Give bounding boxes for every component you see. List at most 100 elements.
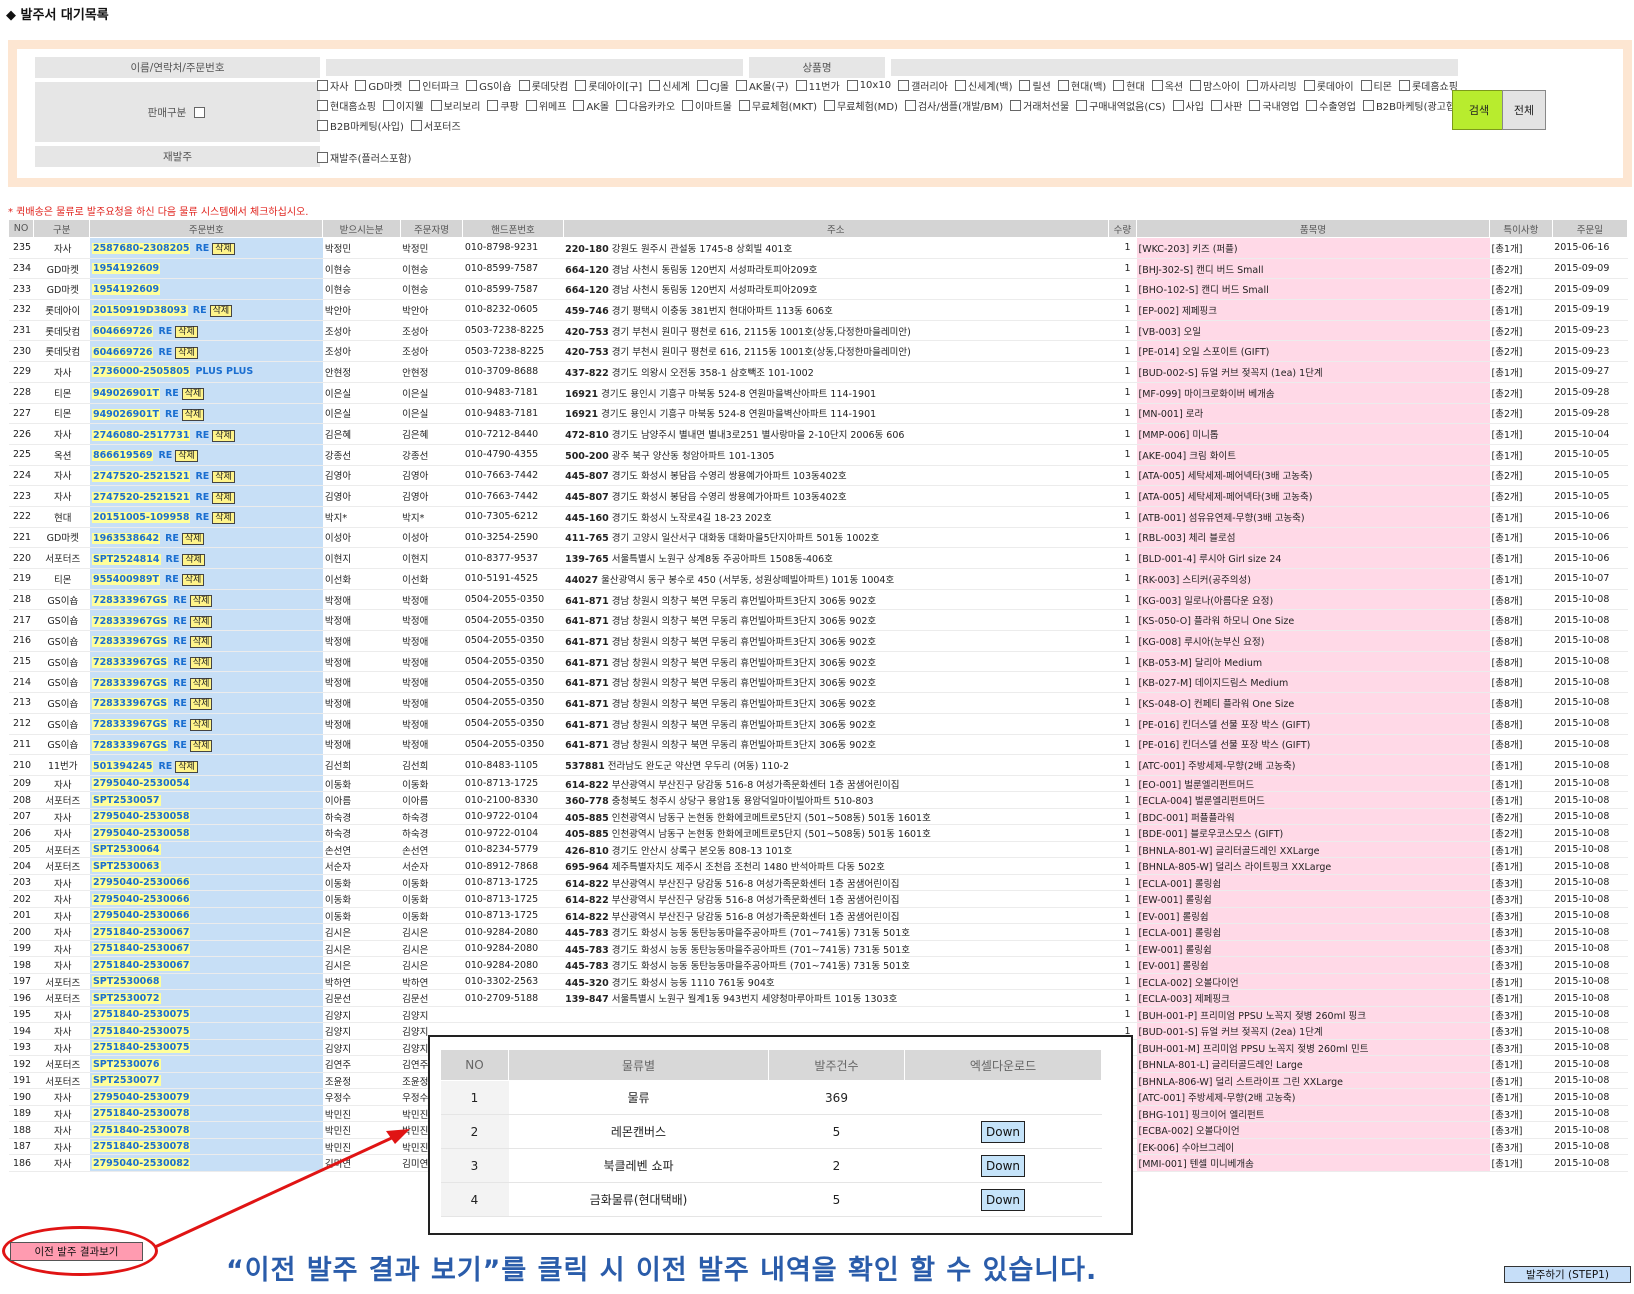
order-number-link[interactable]: 2795040-2530058 [91, 827, 191, 839]
channel-checkbox-item[interactable]: AK몰 [573, 98, 609, 113]
channel-checkbox-item[interactable]: 사입 [1172, 98, 1204, 113]
delete-button[interactable]: 삭제 [189, 698, 213, 711]
delete-button[interactable]: 삭제 [189, 615, 213, 628]
order-number-link[interactable]: SPT2530064 [91, 844, 161, 856]
order-number-link[interactable]: 2751840-2530067 [91, 943, 191, 955]
channel-checkbox-item[interactable]: 이마트몰 [682, 98, 732, 113]
channel-checkbox-item[interactable]: 구매내역없음(CS) [1076, 98, 1166, 113]
channel-checkbox[interactable] [1113, 79, 1125, 91]
previous-order-result-button[interactable]: 이전 발주 결과보기 [10, 1242, 143, 1261]
channel-checkbox-item[interactable]: 쿠팡 [487, 98, 519, 113]
channel-checkbox[interactable] [1057, 79, 1069, 91]
order-number-link[interactable]: 2751840-2530075 [91, 1025, 191, 1037]
channel-checkbox-item[interactable]: 맘스아이 [1190, 78, 1240, 93]
order-number-link[interactable]: 2751840-2530078 [91, 1124, 191, 1136]
channel-checkbox[interactable] [954, 79, 966, 91]
channel-checkbox[interactable] [1076, 99, 1088, 111]
channel-checkbox-item[interactable]: 사판 [1210, 98, 1242, 113]
order-number-link[interactable]: 728333967GS [91, 657, 169, 669]
channel-checkbox[interactable] [1190, 79, 1202, 91]
delete-button[interactable]: 삭제 [212, 470, 235, 483]
order-number-link[interactable]: 2795040-2530082 [91, 1157, 191, 1169]
channel-checkbox-item[interactable]: GS이숍 [466, 78, 512, 93]
order-number-link[interactable]: 20150919D38093 [91, 305, 188, 317]
channel-checkbox[interactable] [466, 79, 478, 91]
order-number-link[interactable]: 728333967GS [91, 636, 169, 648]
channel-checkbox-item[interactable]: 롯데닷컴 [518, 78, 568, 93]
reorder-checkbox-item[interactable]: 재발주(플러스포함) [317, 150, 411, 165]
delete-button[interactable]: 삭제 [189, 657, 213, 670]
order-number-link[interactable]: 2751840-2530078 [91, 1108, 191, 1120]
channel-checkbox[interactable] [1019, 79, 1031, 91]
order-number-link[interactable]: 2795040-2530054 [91, 778, 191, 790]
order-number-link[interactable]: 2751840-2530075 [91, 1042, 191, 1054]
channel-checkbox-item[interactable]: 거래처선물 [1010, 98, 1069, 113]
delete-button[interactable]: 삭제 [175, 346, 198, 359]
order-number-link[interactable]: 728333967GS [91, 595, 169, 607]
order-number-link[interactable]: 955400989T [91, 574, 160, 586]
order-number-link[interactable]: 2795040-2530066 [91, 893, 191, 905]
channel-checkbox[interactable] [1010, 99, 1022, 111]
channel-checkbox[interactable] [823, 99, 835, 111]
delete-button[interactable]: 삭제 [182, 553, 205, 566]
channel-checkbox-item[interactable]: 신세계 [649, 78, 690, 93]
product-name-input[interactable] [891, 59, 1458, 76]
order-number-link[interactable]: 728333967GS [91, 677, 169, 689]
channel-checkbox-item[interactable]: 옥션 [1151, 78, 1183, 93]
channel-checkbox-item[interactable]: 위메프 [525, 98, 566, 113]
reorder-checkbox[interactable] [317, 151, 328, 163]
order-number-link[interactable]: 2747520-2521521 [91, 470, 191, 482]
delete-button[interactable]: 삭제 [212, 491, 235, 504]
channel-checkbox-item[interactable]: 11번가 [795, 78, 840, 93]
channel-checkbox[interactable] [696, 79, 708, 91]
channel-checkbox[interactable] [904, 99, 916, 111]
order-number-link[interactable]: 2736000-2505805 [91, 366, 191, 378]
delete-button[interactable]: 삭제 [189, 677, 213, 690]
order-number-link[interactable]: 2746080-2517731 [91, 429, 191, 441]
channel-checkbox[interactable] [898, 79, 910, 91]
search-button[interactable]: 검색 [1452, 90, 1506, 130]
channel-checkbox[interactable] [616, 99, 628, 111]
order-number-link[interactable]: 1954192609 [91, 283, 161, 295]
channel-checkbox[interactable] [1362, 99, 1374, 111]
delete-button[interactable]: 삭제 [175, 760, 198, 773]
channel-checkbox-item[interactable]: CJ몰 [696, 78, 729, 93]
delete-button[interactable]: 삭제 [175, 326, 198, 339]
channel-checkbox[interactable] [795, 79, 807, 91]
channel-checkbox-item[interactable]: 무료체험(MD) [823, 98, 898, 113]
order-number-link[interactable]: SPT2530068 [91, 976, 161, 988]
channel-checkbox-item[interactable]: 수출영업 [1306, 98, 1356, 113]
channel-checkbox[interactable] [1398, 79, 1410, 91]
channel-checkbox-item[interactable]: 롯데아이 [1303, 78, 1354, 93]
order-number-link[interactable]: 2795040-2530079 [91, 1091, 191, 1103]
order-number-link[interactable]: SPT2530077 [91, 1075, 161, 1087]
channel-checkbox-item[interactable]: 서포터즈 [410, 118, 461, 133]
channel-checkbox[interactable] [317, 119, 328, 131]
channel-checkbox[interactable] [1210, 99, 1222, 111]
order-number-link[interactable]: 728333967GS [91, 739, 169, 751]
channel-checkbox-item[interactable]: AK몰(구) [735, 78, 789, 93]
order-number-link[interactable]: 2751840-2530067 [91, 926, 191, 938]
delete-button[interactable]: 삭제 [189, 595, 213, 608]
channel-checkbox-item[interactable]: 현대홈쇼핑 [317, 98, 376, 113]
channel-checkbox[interactable] [409, 79, 421, 91]
channel-checkbox-item[interactable]: 신세계(백) [954, 78, 1012, 93]
order-number-link[interactable]: 866619569 [91, 450, 154, 462]
channel-checkbox[interactable] [518, 79, 530, 91]
order-number-link[interactable]: 604669726 [91, 326, 154, 338]
order-number-link[interactable]: 2795040-2530066 [91, 910, 191, 922]
channel-checkbox[interactable] [317, 99, 328, 111]
order-number-link[interactable]: 2795040-2530066 [91, 877, 191, 889]
channel-checkbox[interactable] [1360, 79, 1372, 91]
order-number-link[interactable]: 949026901T [91, 408, 160, 420]
order-number-link[interactable]: 501394245 [91, 760, 154, 772]
channel-all-checkbox[interactable] [194, 106, 206, 118]
channel-checkbox[interactable] [383, 99, 394, 111]
order-number-link[interactable]: SPT2530063 [91, 860, 161, 872]
channel-checkbox-item[interactable]: B2B마케팅(사입) [317, 118, 404, 133]
channel-checkbox-item[interactable]: 롯데홈쇼핑 [1398, 78, 1458, 93]
channel-checkbox-item[interactable]: 현대 [1113, 78, 1145, 93]
delete-button[interactable]: 삭제 [209, 305, 233, 318]
order-number-link[interactable]: 2747520-2521521 [91, 491, 191, 503]
delete-button[interactable]: 삭제 [212, 512, 235, 525]
